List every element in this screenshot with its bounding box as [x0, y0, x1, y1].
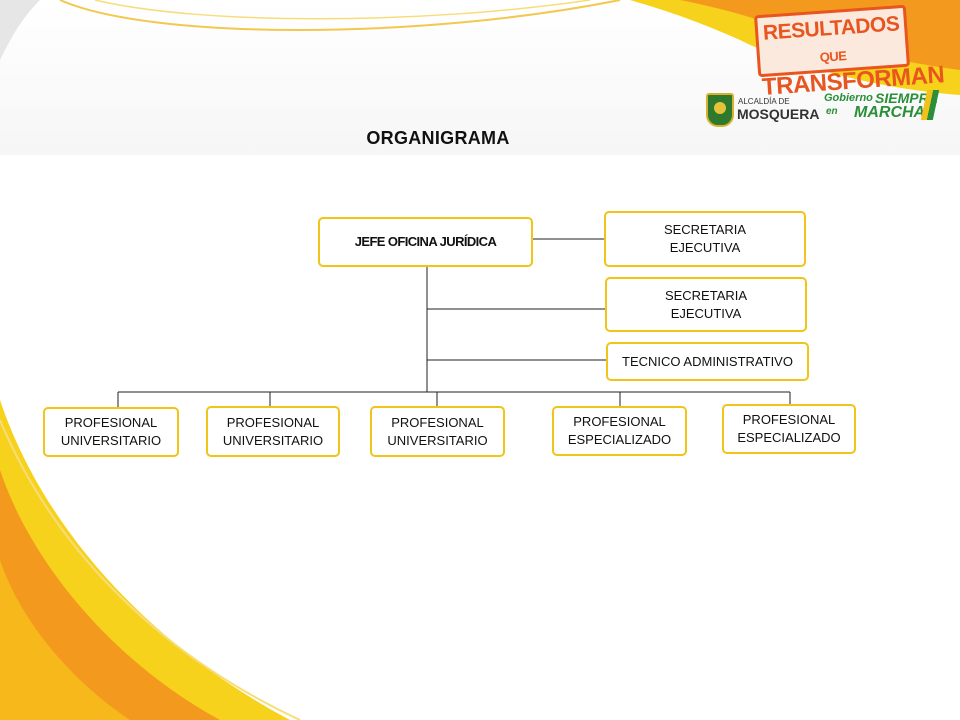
- alcaldia-big-text: MOSQUERA: [737, 106, 820, 122]
- org-box-label: SECRETARIA EJECUTIVA: [664, 287, 748, 321]
- org-box-secretaria-ejecutiva-2: SECRETARIA EJECUTIVA: [605, 277, 807, 332]
- org-box-profesional-especializado-1: PROFESIONAL ESPECIALIZADO: [552, 406, 687, 456]
- stamp-line1: RESULTADOS: [762, 12, 901, 45]
- page-title: ORGANIGRAMA: [366, 128, 510, 148]
- org-box-secretaria-ejecutiva-1: SECRETARIA EJECUTIVA: [604, 211, 806, 267]
- org-box-jefe-oficina-juridica: JEFE OFICINA JURÍDICA: [318, 217, 533, 267]
- shield-icon: [706, 93, 734, 127]
- stamp-que: QUE: [819, 48, 847, 65]
- org-box-profesional-especializado-2: PROFESIONAL ESPECIALIZADO: [722, 404, 856, 454]
- alcaldia-mosquera-logo: ALCALDÍA DE MOSQUERA: [706, 93, 820, 127]
- siempre-text: SIEMPRE: [875, 90, 939, 106]
- org-box-tecnico-administrativo: TECNICO ADMINISTRATIVO: [606, 342, 809, 381]
- org-box-label: PROFESIONAL UNIVERSITARIO: [387, 414, 488, 448]
- org-box-label: PROFESIONAL UNIVERSITARIO: [222, 414, 324, 448]
- org-box-profesional-universitario-2: PROFESIONAL UNIVERSITARIO: [206, 406, 340, 457]
- alcaldia-small-text: ALCALDÍA DE: [738, 97, 790, 106]
- gobierno-text: Gobierno: [824, 92, 873, 104]
- org-box-profesional-universitario-1: PROFESIONAL UNIVERSITARIO: [43, 407, 179, 457]
- org-box-profesional-universitario-3: PROFESIONAL UNIVERSITARIO: [370, 406, 505, 457]
- org-box-label: SECRETARIA EJECUTIVA: [663, 222, 747, 255]
- org-box-label: JEFE OFICINA JURÍDICA: [354, 234, 497, 249]
- resultados-que-transforman-logo: RESULTADOS QUE TRANSFORMAN: [754, 4, 945, 101]
- org-box-label: PROFESIONAL ESPECIALIZADO: [737, 412, 841, 445]
- en-text: en: [826, 106, 838, 117]
- gobierno-siempre-en-marcha-logo: Gobierno SIEMPRE en MARCHA: [824, 88, 940, 126]
- org-box-label: PROFESIONAL ESPECIALIZADO: [567, 414, 672, 447]
- org-box-label: PROFESIONAL UNIVERSITARIO: [60, 415, 162, 448]
- org-box-label: TECNICO ADMINISTRATIVO: [622, 353, 793, 369]
- marcha-text: MARCHA: [854, 104, 926, 121]
